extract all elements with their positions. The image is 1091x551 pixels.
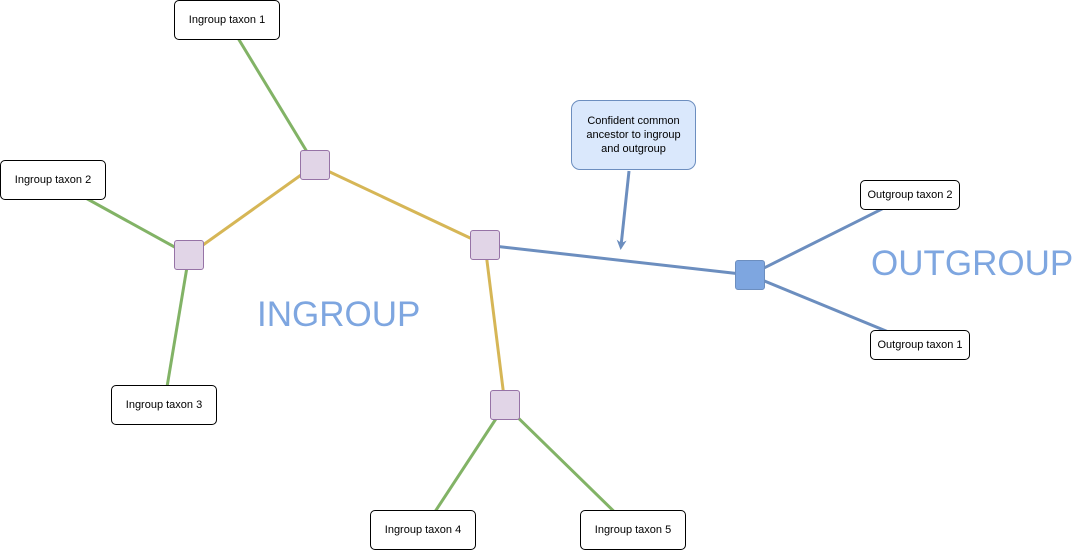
taxon-outgroup-1[interactable]: Outgroup taxon 1 [870,330,970,360]
edge-in5-nodeD [503,403,635,532]
taxon-outgroup-2[interactable]: Outgroup taxon 2 [860,180,960,210]
edge-in4-nodeD [421,404,507,531]
edge-nodeA-nodeB [188,163,316,257]
edge-nodeC-root [484,243,751,277]
outgroup-label: OUTGROUP [871,244,1074,283]
edge-in1-nodeA [225,19,317,166]
edge-nodeC-nodeD [483,244,507,406]
taxon-ingroup-2[interactable]: Ingroup taxon 2 [0,160,106,200]
taxon-ingroup-3[interactable]: Ingroup taxon 3 [111,385,217,425]
callout-arrow [616,170,631,250]
taxon-ingroup-1[interactable]: Ingroup taxon 1 [174,0,280,40]
edge-in3-nodeB [162,254,191,406]
ingroup-label: INGROUP [257,295,421,334]
ancestor-node-c[interactable] [470,230,500,260]
common-ancestor-callout[interactable]: Confident common ancestor to ingroup and… [571,100,696,170]
taxon-ingroup-4[interactable]: Ingroup taxon 4 [370,510,476,550]
ancestor-node-d[interactable] [490,390,520,420]
edge-nodeA-nodeC [314,163,486,247]
common-ancestor-root-node[interactable] [735,260,765,290]
taxon-ingroup-5[interactable]: Ingroup taxon 5 [580,510,686,550]
ancestor-node-b[interactable] [174,240,204,270]
ancestor-node-a[interactable] [300,150,330,180]
